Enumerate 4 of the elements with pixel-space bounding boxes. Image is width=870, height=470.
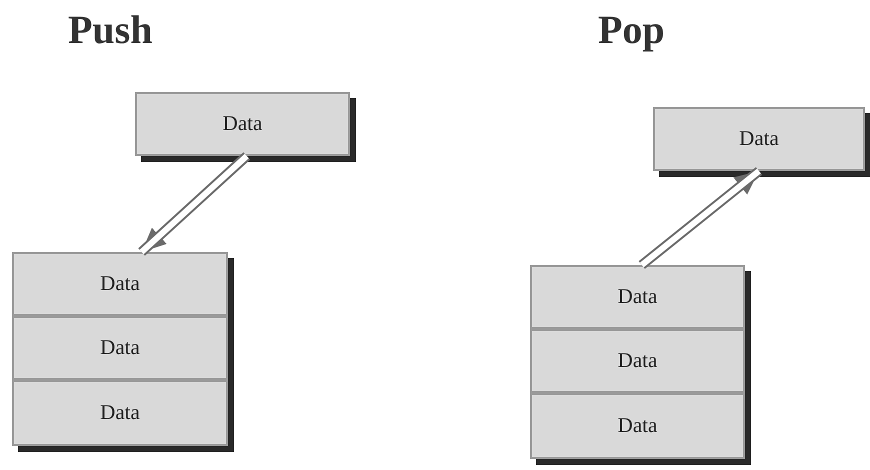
title-label: Push [68,10,152,50]
arrow [138,152,250,256]
title-label: Pop [598,10,665,50]
arrow [638,167,762,269]
